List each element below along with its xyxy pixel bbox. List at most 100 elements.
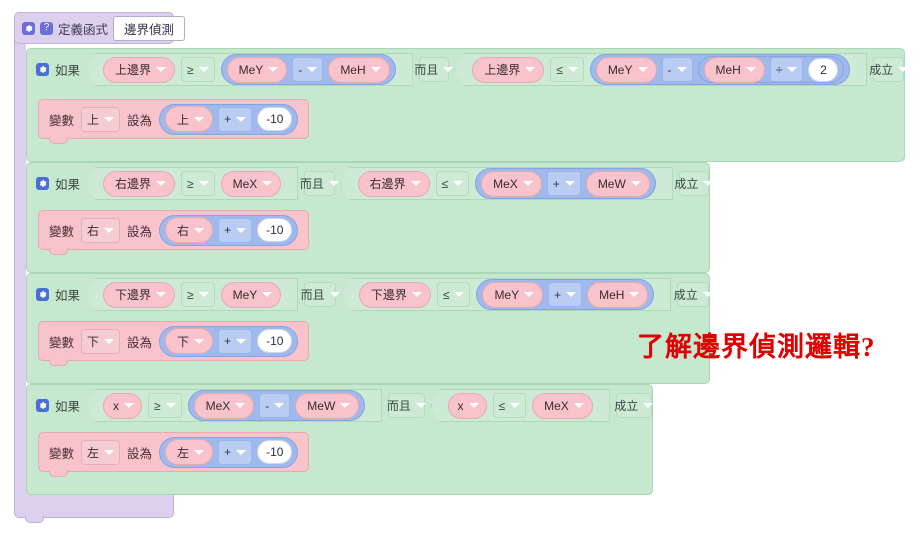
condition-a-compare[interactable]: 下邊界 ≥ MeY: [86, 278, 299, 311]
chevron-down-icon[interactable]: [194, 116, 205, 122]
math-operator-dropdown[interactable]: +: [218, 439, 253, 465]
chevron-down-icon[interactable]: [676, 67, 687, 72]
variable-getter[interactable]: 左: [165, 439, 214, 465]
if-block-left-boundary[interactable]: 如果 x ≥ MeX: [26, 384, 654, 495]
then-dropdown[interactable]: 成立: [674, 282, 713, 307]
condition-b-compare[interactable]: 下邊界 ≤ MeY +: [341, 278, 672, 311]
chevron-down-icon[interactable]: [454, 292, 465, 297]
chevron-down-icon[interactable]: [522, 181, 533, 186]
variable-getter[interactable]: MeY: [482, 281, 544, 308]
comparison-operator-dropdown[interactable]: ≤: [492, 393, 527, 418]
chevron-down-icon[interactable]: [328, 181, 339, 186]
math-operator-dropdown[interactable]: ÷: [769, 57, 804, 82]
variable-selector[interactable]: 上: [81, 106, 121, 132]
variable-getter[interactable]: MeY: [226, 56, 288, 83]
variable-selector[interactable]: 下: [81, 328, 121, 354]
math-operator-dropdown[interactable]: -: [661, 57, 693, 82]
chevron-down-icon[interactable]: [898, 67, 909, 72]
math-operator-dropdown[interactable]: +: [218, 217, 253, 243]
chevron-down-icon[interactable]: [198, 292, 209, 297]
variable-getter[interactable]: MeX: [532, 392, 593, 419]
define-function-block[interactable]: ? 定義函式 邊界偵測: [14, 12, 186, 44]
condition-a-compare[interactable]: x ≥ MeX -: [86, 389, 383, 422]
chevron-down-icon[interactable]: [104, 449, 115, 455]
chevron-down-icon[interactable]: [702, 292, 713, 297]
chevron-down-icon[interactable]: [340, 403, 351, 408]
comparison-operator-dropdown[interactable]: ≥: [148, 393, 182, 418]
logic-and-dropdown[interactable]: 而且: [414, 57, 454, 82]
comparison-operator-dropdown[interactable]: ≥: [181, 171, 215, 196]
chevron-down-icon[interactable]: [262, 181, 273, 186]
chevron-down-icon[interactable]: [643, 403, 654, 408]
gear-icon[interactable]: [22, 21, 35, 35]
chevron-down-icon[interactable]: [124, 403, 135, 408]
number-input[interactable]: -10: [257, 329, 293, 353]
variable-getter[interactable]: MeY: [220, 281, 282, 308]
chevron-down-icon[interactable]: [703, 181, 714, 186]
then-dropdown[interactable]: 成立: [674, 171, 714, 196]
nested-arithmetic-block[interactable]: MeH ÷ 2: [697, 56, 845, 83]
chevron-down-icon[interactable]: [411, 292, 422, 297]
arithmetic-block[interactable]: MeX + MeW: [475, 168, 656, 199]
chevron-down-icon[interactable]: [524, 292, 535, 297]
set-variable-block[interactable]: 變數 左 設為 左 + -10: [38, 432, 310, 477]
variable-getter[interactable]: x: [447, 392, 487, 419]
variable-getter[interactable]: 右: [165, 217, 214, 243]
chevron-down-icon[interactable]: [194, 227, 205, 233]
chevron-down-icon[interactable]: [262, 292, 273, 297]
variable-getter[interactable]: MeW: [585, 170, 650, 197]
logic-and-dropdown[interactable]: 而且: [387, 393, 426, 418]
logic-and-dropdown[interactable]: 而且: [301, 282, 340, 307]
chevron-down-icon[interactable]: [235, 403, 246, 408]
variable-getter[interactable]: 上: [165, 106, 214, 132]
variable-getter[interactable]: 下: [165, 328, 214, 354]
chevron-down-icon[interactable]: [573, 403, 584, 408]
arithmetic-block[interactable]: MeX - MeW: [187, 390, 366, 421]
chevron-down-icon[interactable]: [370, 67, 381, 72]
variable-getter[interactable]: 上邊界: [103, 56, 176, 83]
variable-getter[interactable]: MeW: [295, 392, 360, 419]
chevron-down-icon[interactable]: [236, 449, 247, 455]
chevron-down-icon[interactable]: [198, 67, 209, 72]
chevron-down-icon[interactable]: [564, 181, 575, 186]
variable-getter[interactable]: 下邊界: [103, 281, 176, 308]
number-input[interactable]: -10: [257, 107, 293, 131]
chevron-down-icon[interactable]: [194, 338, 205, 344]
then-dropdown[interactable]: 成立: [869, 57, 909, 82]
variable-getter[interactable]: 下邊界: [358, 281, 431, 308]
arithmetic-block[interactable]: MeY + MeH: [476, 279, 655, 310]
math-operator-dropdown[interactable]: -: [259, 393, 291, 418]
condition-b-compare[interactable]: 右邊界 ≤ MeX +: [340, 167, 673, 200]
math-operator-dropdown[interactable]: -: [292, 57, 324, 82]
math-operator-dropdown[interactable]: +: [218, 106, 253, 132]
chevron-down-icon[interactable]: [236, 116, 247, 122]
comparison-operator-dropdown[interactable]: ≤: [435, 171, 470, 196]
chevron-down-icon[interactable]: [236, 338, 247, 344]
variable-getter[interactable]: 右邊界: [357, 170, 430, 197]
chevron-down-icon[interactable]: [104, 227, 115, 233]
variable-getter[interactable]: x: [103, 392, 143, 419]
gear-icon[interactable]: [36, 399, 49, 412]
variable-getter[interactable]: MeX: [481, 170, 542, 197]
variable-getter[interactable]: 上邊界: [472, 56, 545, 83]
chevron-down-icon[interactable]: [443, 67, 454, 72]
gear-icon[interactable]: [36, 63, 49, 76]
set-variable-block[interactable]: 變數 右 設為 右 + -10: [38, 210, 310, 255]
chevron-down-icon[interactable]: [468, 403, 479, 408]
chevron-down-icon[interactable]: [453, 181, 464, 186]
variable-getter[interactable]: MeY: [595, 56, 657, 83]
chevron-down-icon[interactable]: [567, 67, 578, 72]
variable-getter[interactable]: MeH: [587, 281, 649, 308]
variable-getter[interactable]: 右邊界: [103, 170, 176, 197]
arithmetic-block[interactable]: 下 + -10: [159, 325, 299, 357]
arithmetic-block[interactable]: MeY - MeH: [589, 54, 851, 85]
math-operator-dropdown[interactable]: +: [218, 328, 253, 354]
chevron-down-icon[interactable]: [236, 227, 247, 233]
chevron-down-icon[interactable]: [566, 292, 577, 297]
comparison-operator-dropdown[interactable]: ≥: [181, 57, 215, 82]
gear-icon[interactable]: [36, 288, 49, 301]
function-name-field[interactable]: 邊界偵測: [113, 15, 186, 41]
gear-icon[interactable]: [36, 177, 49, 190]
chevron-down-icon[interactable]: [307, 67, 318, 72]
set-variable-block[interactable]: 變數 上 設為 上 + -10: [38, 99, 310, 144]
